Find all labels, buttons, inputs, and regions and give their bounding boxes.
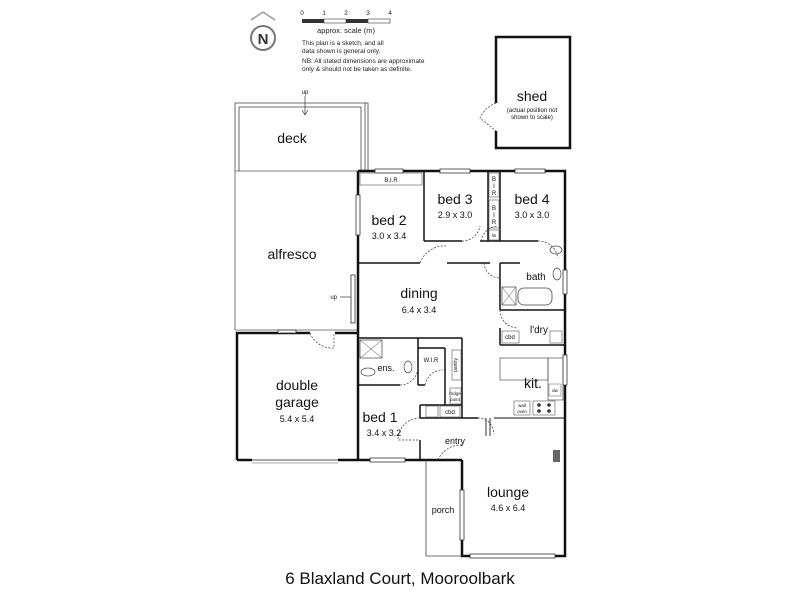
deck-label: deck [277, 130, 308, 146]
bed1-label: bed 1 [362, 409, 397, 425]
bir2-i-label: I [493, 213, 495, 219]
lounge-dim: 4.6 x 6.4 [491, 503, 526, 513]
bir-top-label: B.I.R [384, 178, 398, 184]
garage-label-2: garage [275, 394, 319, 410]
shed-note-2: shown to scale) [511, 115, 553, 121]
bathtub-icon [517, 287, 553, 306]
dishwasher-icon [548, 383, 562, 397]
bed2-label: bed 2 [371, 212, 406, 228]
bed4-dim: 3.0 x 3.0 [515, 210, 550, 220]
alfresco-up-label: up [330, 295, 337, 301]
shed-note-1: (actual position not [507, 108, 558, 114]
interior-walls [358, 171, 565, 460]
toilet-icon [549, 245, 563, 255]
kitchen-label: kit. [524, 375, 542, 391]
dining-label: dining [400, 285, 437, 301]
dishwasher-label: dw [552, 388, 559, 393]
scale-note-4: only & should not be taken as definite. [302, 66, 412, 73]
scale-note-1: This plan is a sketch, and all [302, 40, 384, 47]
scale-tick-2: 2 [344, 10, 348, 17]
bir-b-label: B [492, 177, 496, 183]
north-letter: N [258, 31, 269, 48]
ensuite-toilet-icon [360, 367, 376, 377]
lounge-label: lounge [487, 484, 529, 500]
linen-label: lin [492, 233, 497, 238]
bed2-dim: 3.0 x 3.4 [372, 231, 407, 241]
basin-icon [552, 267, 562, 281]
garage-room: double garage 5.4 x 5.4 [235, 329, 358, 464]
scale-bar: 0 1 2 3 4 approx. scale (m) This plan is… [300, 10, 425, 73]
bed3-dim: 2.9 x 3.0 [438, 210, 473, 220]
bed1-dim: 3.4 x 3.2 [367, 428, 402, 438]
fridge-label-2: point [450, 397, 461, 402]
fixtures: B.I.R B I R B I R lin cbd dw wall oven [359, 172, 564, 462]
deck-up-label: up [302, 90, 309, 96]
bir-i-label: I [493, 184, 495, 190]
fridge-label-1: fridge [449, 391, 461, 396]
scale-tick-4: 4 [388, 10, 392, 17]
bir2-r-label: R [492, 220, 497, 226]
scale-note-3: NB: All stated dimensions are approximat… [302, 58, 425, 65]
garage-label-1: double [276, 377, 318, 393]
shed-room: shed (actual position not shown to scale… [479, 35, 572, 150]
bed4-label: bed 4 [514, 191, 549, 207]
bir-r-label: R [492, 191, 497, 197]
heater-icon [553, 450, 560, 462]
wall-oven-label-2: oven [517, 409, 527, 414]
alfresco-label: alfresco [267, 246, 316, 262]
windows [350, 168, 568, 559]
porch-area: porch [425, 460, 462, 557]
scale-note-2: data shown is general only. [302, 48, 380, 55]
wall-oven [513, 400, 531, 416]
bath-label: bath [526, 272, 545, 283]
alfresco-area: alfresco up [234, 171, 358, 331]
laundry-cbd-label: cbd [505, 335, 515, 341]
cooktop-icon [532, 400, 556, 416]
bed3-label: bed 3 [437, 191, 472, 207]
address-title: 6 Blaxland Court, Mooroolbark [285, 569, 515, 588]
deck-area: up deck [234, 90, 369, 172]
laundry-label: l'dry [530, 325, 548, 336]
entry-cbd-label: cbd [445, 410, 455, 416]
scale-tick-0: 0 [300, 10, 304, 17]
ensuite-label: ens. [377, 363, 394, 373]
dining-dim: 6.4 x 3.4 [402, 305, 437, 315]
shed-label: shed [517, 88, 547, 104]
room-labels: bed 2 3.0 x 3.4 bed 3 2.9 x 3.0 bed 4 3.… [362, 191, 549, 513]
pantry-label: pantry [453, 358, 459, 372]
entry-label: entry [445, 436, 466, 446]
ensuite-basin-icon [403, 360, 413, 374]
doors [397, 225, 559, 461]
shower-icon [501, 286, 517, 306]
garage-dim: 5.4 x 5.4 [280, 414, 315, 424]
porch-label: porch [432, 505, 455, 515]
bir2-b-label: B [492, 206, 496, 212]
ensuite-shower-icon [359, 339, 383, 359]
scale-label: approx. scale (m) [317, 26, 375, 35]
north-compass-icon: N [250, 11, 276, 51]
wir-label: W.I.R [424, 358, 439, 364]
trough-icon [549, 330, 563, 344]
scale-tick-3: 3 [366, 10, 370, 17]
scale-tick-1: 1 [322, 10, 326, 17]
wall-oven-label-1: wall [518, 403, 526, 408]
